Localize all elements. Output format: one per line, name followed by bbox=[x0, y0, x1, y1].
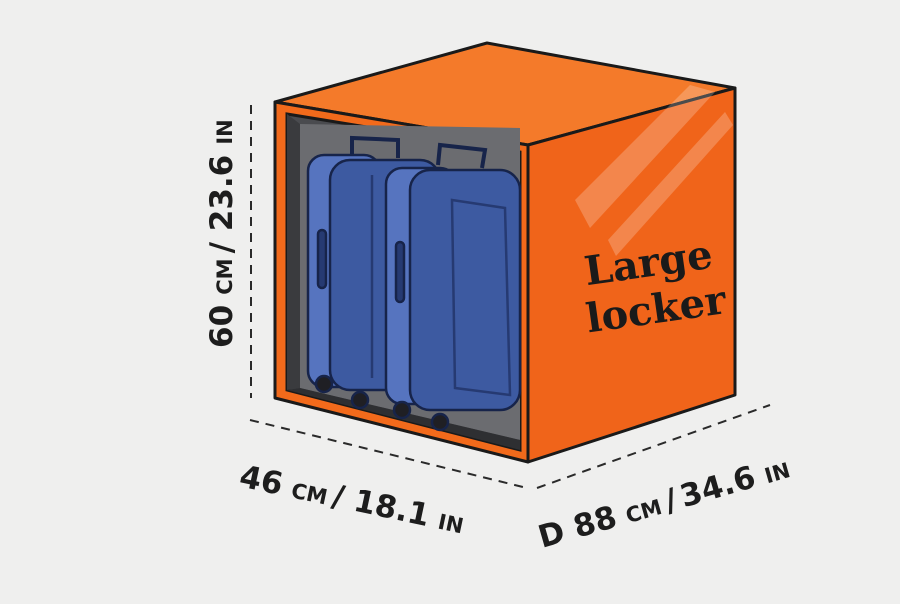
suitcase-left-wheel bbox=[350, 390, 370, 410]
width-unit-cm: CM bbox=[289, 478, 330, 509]
height-dimension-label: 60 CM / 23.6 IN bbox=[204, 119, 240, 348]
locker-label: Large locker bbox=[581, 231, 729, 343]
height-unit-in: IN bbox=[213, 119, 237, 144]
width-value-cm: 46 bbox=[236, 459, 286, 503]
side-gloss bbox=[575, 85, 733, 256]
height-value-in: 23.6 bbox=[204, 155, 240, 232]
suitcase-right-wheel bbox=[392, 400, 412, 420]
gloss-stripe-wide bbox=[575, 85, 715, 228]
height-value-cm: 60 bbox=[204, 305, 240, 348]
suitcase-left-handle-grip bbox=[316, 228, 328, 290]
suitcase-left-handle bbox=[350, 135, 400, 158]
suitcase-right bbox=[384, 142, 522, 432]
depth-value-in: 34.6 bbox=[676, 459, 759, 515]
suitcase-right-wheel bbox=[430, 412, 450, 432]
suitcase-right-handle-grip bbox=[394, 240, 406, 304]
depth-dimension-label: D 88 CM / 34.6 IN bbox=[534, 450, 793, 556]
gloss-stripe-thin bbox=[608, 112, 733, 256]
suitcase-right-body bbox=[408, 168, 522, 412]
width-value-in: 18.1 bbox=[351, 483, 433, 534]
depth-value-cm: 88 bbox=[569, 499, 620, 545]
width-dimension-label: 46 CM / 18.1 IN bbox=[236, 459, 467, 542]
dimension-lines bbox=[249, 105, 771, 489]
opening-left-wall bbox=[287, 114, 300, 390]
height-separator: / bbox=[204, 231, 240, 253]
suitcase-right-handle bbox=[436, 142, 488, 169]
width-unit-in: IN bbox=[436, 510, 466, 539]
height-unit-cm: CM bbox=[213, 258, 237, 294]
suitcase-right-panel bbox=[450, 198, 512, 397]
depth-unit-in: IN bbox=[762, 458, 793, 488]
depth-unit-cm: CM bbox=[623, 495, 665, 528]
suitcase-left-wheel bbox=[314, 374, 334, 394]
